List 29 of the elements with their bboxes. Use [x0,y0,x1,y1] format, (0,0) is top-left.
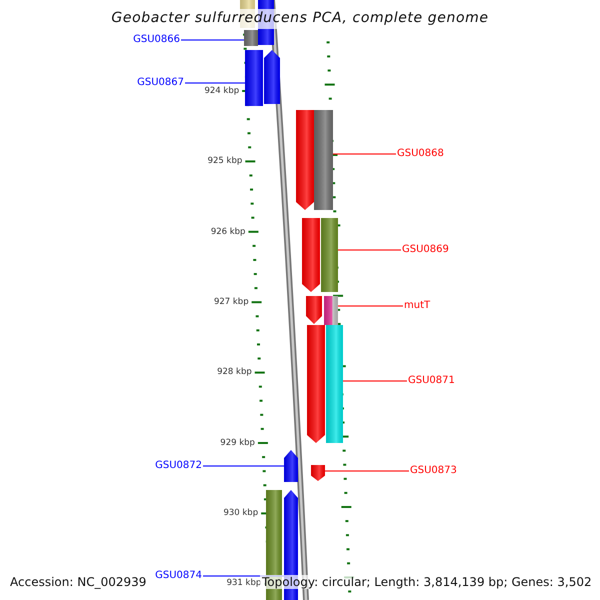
gene-label: GSU0872 [155,460,202,472]
position-label: 926 kbp [210,227,246,237]
gene-feature [245,50,263,106]
gene-feature [244,30,258,46]
gene-label: GSU0867 [137,77,184,89]
gene-feature [311,465,325,481]
gene-feature [326,325,343,443]
genome-info: Accession: NC_002939 [9,575,148,589]
gene-label: GSU0869 [402,244,449,256]
position-label: 930 kbp [223,508,258,518]
position-label: 925 kbp [208,156,242,166]
position-label: 928 kbp [217,367,252,377]
gene-label: mutT [404,300,430,312]
gene-feature [314,110,333,210]
gene-feature [284,450,298,482]
leader-line [342,380,408,382]
position-label: 931 kbp [226,578,262,588]
gene-label: GSU0873 [410,465,457,477]
leader-line [184,82,246,84]
gene-label: GSU0871 [408,375,455,387]
gene-feature [321,218,338,292]
position-label: 924 kbp [204,86,240,96]
position-label: 929 kbp [220,438,255,448]
gene-label: GSU0874 [155,570,202,582]
gene-label: GSU0868 [397,148,444,160]
leader-line [324,470,410,472]
gene-feature [324,296,338,325]
gene-label: GSU0866 [133,34,180,46]
position-label: 927 kbp [214,297,249,307]
